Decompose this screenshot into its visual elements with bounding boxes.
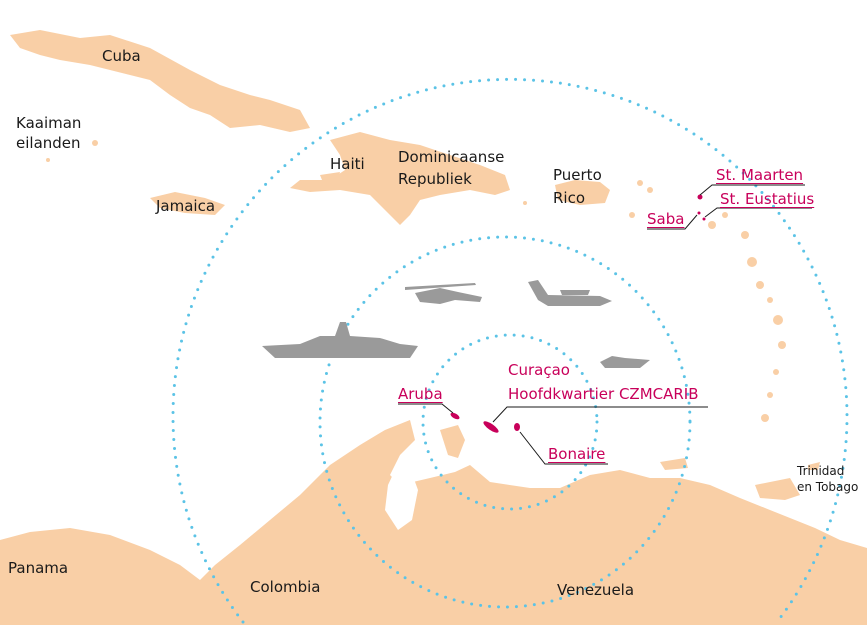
label-saba[interactable]: Saba [647,210,685,228]
range-circles [171,77,849,624]
aircraft-icon [528,280,612,306]
label-venezuela: Venezuela [557,581,635,599]
range-middle [318,235,692,609]
label-curacao[interactable]: Curaçao [508,361,570,379]
trinidad [755,478,800,500]
st-maarten-shape [697,194,703,200]
label-haiti: Haiti [330,155,365,173]
label-panama: Panama [8,559,69,577]
label-colombia: Colombia [250,578,321,596]
label-aruba[interactable]: Aruba [398,385,443,403]
label-dr-1: Dominicaanse [398,148,505,166]
lake-maracaibo [385,468,418,530]
lesser-antilles [46,140,786,422]
label-tt-1: Trinidad [797,464,845,478]
hispaniola [290,132,510,225]
boat-icon [600,356,650,368]
ship-icon [262,322,418,358]
range-outer [171,77,849,624]
label-jamaica: Jamaica [156,197,216,215]
cuba [10,30,310,132]
vehicles [262,280,650,368]
label-cayman-1: Kaaiman [16,114,82,132]
label-dr-2: Republiek [398,170,472,188]
aruba-shape [450,412,460,420]
puerto-rico [555,180,610,205]
gonave [320,172,340,180]
helicopter-icon [405,283,482,304]
jamaica [150,192,225,215]
label-cayman-2: eilanden [16,134,81,152]
label-hq: Hoofdkwartier CZMCARIB [508,385,699,403]
label-pr-2: Rico [553,189,586,207]
land [0,30,867,625]
leader-lines [398,184,812,465]
label-tt-2: en Tobago [797,480,859,494]
range-inner [421,333,599,511]
bonaire-shape [514,423,520,431]
label-pr-1: Puerto [553,166,602,184]
margarita [660,458,688,470]
label-st-eustatius[interactable]: St. Eustatius [720,190,815,208]
label-bonaire[interactable]: Bonaire [548,445,606,463]
label-st-maarten[interactable]: St. Maarten [716,166,804,184]
tobago [808,462,820,470]
dutch-islands [450,194,706,433]
st-eustatius-shape [702,217,706,221]
saba-shape [697,211,701,215]
curacao-shape [483,421,499,433]
south-america [0,420,867,625]
label-cuba: Cuba [102,47,141,65]
paraguana [440,425,465,458]
